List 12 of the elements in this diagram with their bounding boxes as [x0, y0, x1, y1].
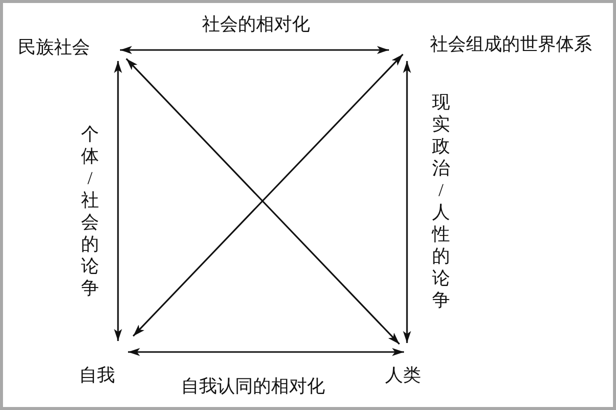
concept-label: 人类 — [385, 366, 421, 384]
double-arrow — [114, 61, 122, 341]
concept-label: 民族社会 — [18, 38, 90, 56]
edge-label: 自我认同的相对化 — [181, 377, 325, 395]
edge-label: 社会的相对化 — [202, 15, 310, 33]
edge-label: 个体/社会的论争 — [81, 123, 99, 299]
concept-label: 社会组成的世界体系 — [430, 35, 592, 53]
concept-label: 自我 — [79, 366, 115, 384]
double-arrow — [120, 46, 389, 54]
double-arrow — [403, 61, 411, 343]
double-arrow — [128, 348, 404, 356]
edge-label: 现实政治/人性的论争 — [432, 91, 450, 311]
